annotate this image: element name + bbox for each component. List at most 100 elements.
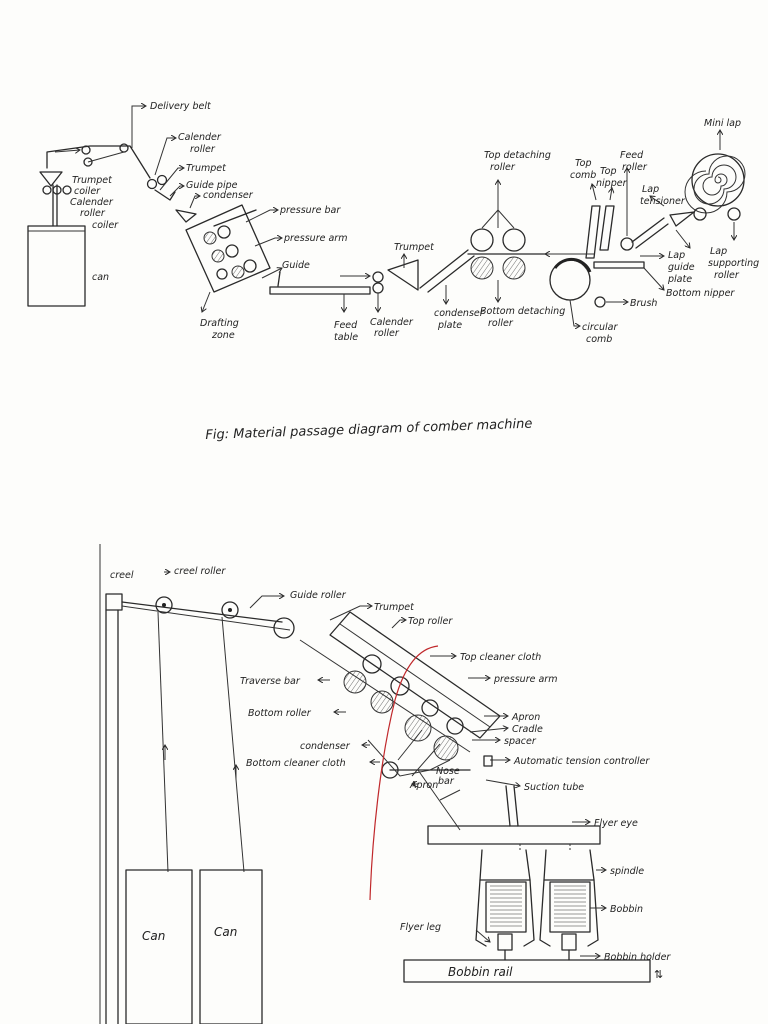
label-spindle: spindle: [610, 866, 644, 877]
guide-roller-icon: [273, 617, 295, 639]
red-pen-stroke: [369, 645, 439, 901]
flyer-eye-bar: [427, 825, 601, 845]
label-top-detaching-1: Top detaching: [484, 150, 551, 161]
label-pressure-arm: pressure arm: [283, 233, 347, 244]
label-guide: Guide: [282, 260, 310, 271]
label-flyer-eye: Flyer eye: [594, 818, 638, 829]
can-2-shape: [199, 869, 263, 1024]
label-bottom-detaching-2: roller: [488, 318, 514, 329]
label-drafting-2: zone: [211, 330, 235, 341]
label-top-nipper-2: nipper: [596, 178, 628, 189]
label-circular-comb-1: circular: [582, 322, 618, 333]
label-cradle: Cradle: [512, 724, 543, 735]
label-guide-roller: Guide roller: [290, 590, 347, 601]
label-drafting-1: Drafting: [200, 318, 239, 329]
label-feed-table-1: Feed: [334, 320, 358, 331]
label-trumpet-top: Trumpet: [186, 163, 227, 174]
bottom-detaching-roller-icon: [470, 256, 494, 280]
label-spacer: spacer: [504, 736, 537, 747]
label-lap-guide-1: Lap: [668, 250, 685, 261]
label-top-comb-2: comb: [570, 170, 596, 181]
label-lap-support-1: Lap: [710, 246, 727, 257]
label-coiler-1: coiler: [74, 186, 101, 197]
label-calender-roller-2: roller: [190, 144, 216, 155]
label-pressure-bar: pressure bar: [279, 205, 341, 216]
top-roller-icon: [362, 654, 382, 674]
coiler-roller-icon: [42, 185, 52, 195]
label-lap-guide-2: guide: [668, 262, 695, 273]
label-mini-lap: Mini lap: [704, 118, 741, 129]
label-apron-bottom: Apron: [409, 780, 438, 791]
trumpet-left-shape: [39, 171, 63, 187]
label-can-1: Can: [142, 929, 165, 943]
label-condenser-top: condenser: [203, 190, 254, 201]
feed-roller-icon: [620, 237, 634, 251]
label-trumpet-bottom: Trumpet: [374, 602, 415, 613]
can-1-shape: [125, 869, 193, 1024]
label-can-top: can: [92, 272, 109, 283]
label-top-detaching-2: roller: [490, 162, 516, 173]
label-lap-tensioner-1: Lap: [642, 184, 659, 195]
comber-diagram: [27, 106, 746, 326]
label-nose-bar-2: bar: [438, 776, 455, 787]
label-can-2: Can: [214, 925, 237, 939]
label-feed-table-2: table: [334, 332, 358, 343]
bobbin-rail-shape: [403, 959, 651, 983]
label-calender-roller-1: Calender: [178, 132, 222, 143]
bobbin-assembly-left: [475, 849, 535, 961]
label-bottom-detaching-1: Bottom detaching: [480, 306, 565, 317]
figure-caption: Fig: Material passage diagram of comber …: [205, 417, 532, 443]
label-circular-comb-2: comb: [586, 334, 612, 345]
label-creel-roller: creel roller: [174, 566, 226, 577]
label-bottom-nipper: Bottom nipper: [666, 288, 735, 299]
brush-icon: [594, 296, 606, 308]
label-feed-roller-1: Feed: [620, 150, 644, 161]
creel-block: [105, 593, 123, 611]
label-flyer-leg: Flyer leg: [400, 922, 441, 933]
label-creel: creel: [110, 570, 134, 581]
can-top: [27, 225, 86, 307]
comber-labels: Delivery belt Calender roller Trumpet Gu…: [70, 101, 759, 443]
label-bottom-roller: Bottom roller: [248, 708, 312, 719]
label-brush: Brush: [630, 298, 657, 309]
label-lap-tensioner-2: tensioner: [640, 196, 686, 207]
label-bottom-cleaner-cloth: Bottom cleaner cloth: [246, 758, 346, 769]
label-condenser-plate-1: condenser: [434, 308, 485, 319]
top-detaching-roller-icon: [470, 228, 494, 252]
label-nose-bar-1: Nose: [436, 766, 460, 777]
label-bobbin-holder: Bobbin holder: [604, 952, 671, 963]
bobbin-assembly-right: [539, 849, 599, 961]
label-top-nipper-1: Top: [600, 166, 616, 177]
label-top-comb-1: Top: [575, 158, 591, 169]
label-lap-support-3: roller: [714, 270, 740, 281]
label-condenser-plate-2: plate: [437, 320, 462, 331]
label-bobbin-rail: Bobbin rail: [448, 965, 513, 979]
feed-table-shape: [269, 286, 371, 295]
creel-roller-icon: [155, 596, 173, 614]
label-traverse-bar: Traverse bar: [240, 676, 301, 687]
label-calender-mid-1: Calender: [370, 317, 414, 328]
top-comb-shape: [585, 205, 601, 259]
label-coiler: coiler: [92, 220, 119, 231]
label-lap-guide-3: plate: [667, 274, 692, 285]
label-automatic-tension: Automatic tension controller: [513, 756, 650, 767]
label-trumpet-left: Trumpet: [72, 175, 113, 186]
label-condenser-bottom: condenser: [300, 741, 351, 752]
speed-frame-diagram: ⇅: [99, 544, 663, 1024]
label-bobbin: Bobbin: [610, 904, 643, 915]
label-calender-mid-2: roller: [374, 328, 400, 339]
label-delivery-belt: Delivery belt: [150, 101, 212, 112]
rail-updown-icon: ⇅: [654, 968, 663, 981]
speed-frame-labels: creel creel roller Guide roller Trumpet …: [110, 566, 671, 979]
label-suction-tube: Suction tube: [524, 782, 584, 793]
label-coiler-3: roller: [80, 208, 106, 219]
label-top-roller: Top roller: [408, 616, 453, 627]
bottom-roller-icon: [343, 670, 367, 694]
label-lap-support-2: supporting: [708, 258, 759, 269]
label-pressure-arm-bottom: pressure arm: [493, 674, 557, 685]
label-trumpet-mid: Trumpet: [394, 242, 435, 253]
tension-controller-icon: [483, 755, 493, 767]
mini-lap-icon: [684, 153, 746, 214]
